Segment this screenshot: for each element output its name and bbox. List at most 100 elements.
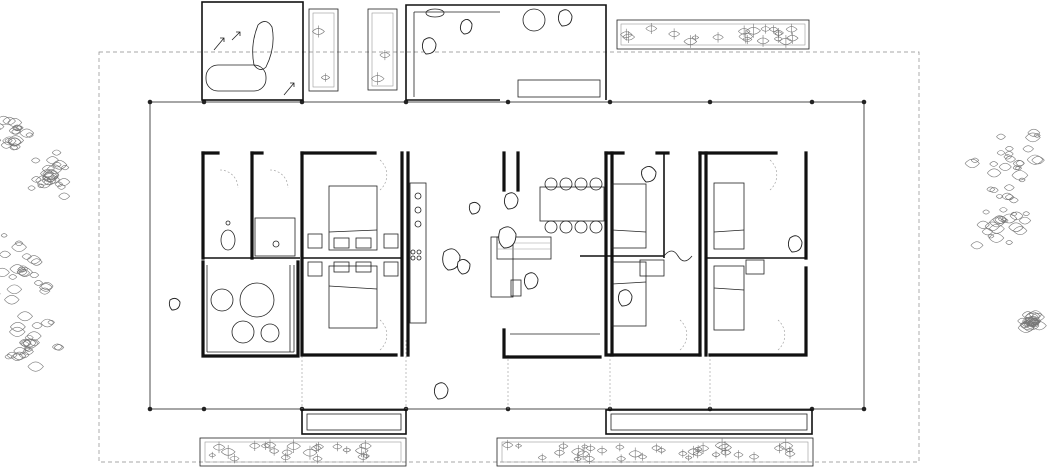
double-bed-icon (611, 183, 647, 249)
tree-leaf (42, 173, 57, 183)
roof-posts (147, 99, 867, 412)
plant-leaf (718, 441, 732, 454)
tree-leaf (970, 157, 980, 163)
plant-leaf (694, 445, 703, 454)
tree-leaf (1008, 222, 1024, 232)
tree-leaf (1013, 226, 1028, 236)
tree-leaf (8, 126, 21, 135)
plant-leaf (638, 452, 648, 461)
tree-leaf (6, 351, 18, 359)
tree-leaf (0, 139, 2, 142)
top-planters (308, 8, 810, 92)
person-figure-icon (503, 192, 519, 210)
tree-leaf (1004, 151, 1014, 157)
plant-leaf (357, 451, 369, 463)
plant-leaf (280, 452, 291, 463)
tree-leaf (7, 118, 23, 128)
plant-leaf (371, 72, 385, 86)
tree-leaf (58, 192, 71, 200)
plant-leaf (733, 450, 744, 460)
tree-leaf (57, 184, 66, 190)
tree-leaf (42, 171, 59, 182)
plant-leaf (302, 445, 318, 460)
tree-leaf (47, 319, 55, 325)
cooktop-icon (639, 259, 665, 277)
plant-leaf (711, 450, 721, 459)
plant-leaf (321, 73, 331, 82)
plant-leaf (685, 454, 693, 461)
person-figure-icon (523, 272, 539, 290)
tree-leaf (61, 164, 70, 171)
planter-icon (616, 19, 810, 50)
tree-leaf (1000, 217, 1009, 223)
double-bed-icon (611, 261, 647, 327)
tree-leaf (1005, 155, 1016, 163)
plant-leaf (746, 23, 761, 38)
person-figure-icon (641, 166, 657, 183)
plant-leaf (712, 32, 724, 43)
plant-leaf (286, 439, 301, 453)
top-courtyard (405, 4, 607, 101)
tree-leaf (988, 223, 1005, 234)
plant-leaf (651, 443, 662, 453)
tree-leaf (988, 233, 1005, 243)
tree-leaf (1018, 177, 1026, 183)
tree-leaf (0, 250, 11, 259)
plant-leaf (342, 446, 352, 454)
plant-leaf (332, 442, 343, 452)
bottom-planters (199, 409, 814, 467)
tree-leaf (1030, 321, 1040, 328)
tree-leaf (24, 346, 33, 352)
tree-leaf (986, 186, 996, 193)
plant-leaf (691, 34, 700, 41)
plant-leaf (620, 28, 633, 41)
tree-leaf (19, 128, 35, 138)
person-figure-icon (557, 9, 573, 27)
tree-leaf (12, 124, 23, 132)
round-table-icon (239, 282, 275, 318)
tree-leaf (0, 267, 10, 277)
plant-leaf (581, 443, 589, 450)
tree-leaf (1026, 154, 1044, 165)
tree-leaf (14, 240, 24, 246)
tree-leaf (1027, 128, 1041, 137)
plant-leaf (515, 442, 523, 449)
plant-leaf (769, 25, 779, 34)
planter-icon (308, 8, 339, 92)
person-figure-icon (168, 297, 181, 311)
tree-leaf (970, 241, 984, 250)
tree-leaf (1033, 133, 1041, 138)
person-figure-icon (421, 37, 437, 55)
plant-leaf (261, 441, 271, 451)
tree-leaf (51, 160, 68, 170)
tree-leaf (46, 156, 59, 165)
tree-leaf (46, 164, 63, 175)
person-figure-icon (457, 259, 471, 275)
tree-leaf (1009, 211, 1024, 221)
tree-leaf (52, 343, 63, 351)
tree-canopy-icon (0, 115, 1047, 372)
plant-leaf (616, 454, 626, 464)
tree-leaf (11, 242, 27, 252)
tree-leaf (982, 209, 990, 215)
tree-leaf (13, 125, 22, 131)
tree-leaf (1022, 211, 1030, 216)
tree-leaf (981, 228, 994, 236)
plant-leaf (229, 453, 240, 464)
tree-leaf (1001, 192, 1014, 200)
tree-leaf (999, 207, 1008, 213)
tree-leaf (1004, 184, 1015, 191)
plant-leaf (784, 448, 796, 459)
plant-leaf (742, 34, 753, 45)
bedrooms-left (300, 151, 427, 357)
plant-leaf (778, 438, 794, 453)
tree-leaf (27, 185, 36, 191)
planter-icon (367, 8, 398, 91)
plant-leaf (558, 441, 569, 451)
tree-leaf (43, 170, 60, 180)
tree-leaf (4, 295, 20, 305)
plant-leaf (554, 447, 565, 458)
person-figure-icon (442, 248, 461, 271)
grid-lines (301, 340, 711, 409)
plant-leaf (645, 23, 658, 35)
